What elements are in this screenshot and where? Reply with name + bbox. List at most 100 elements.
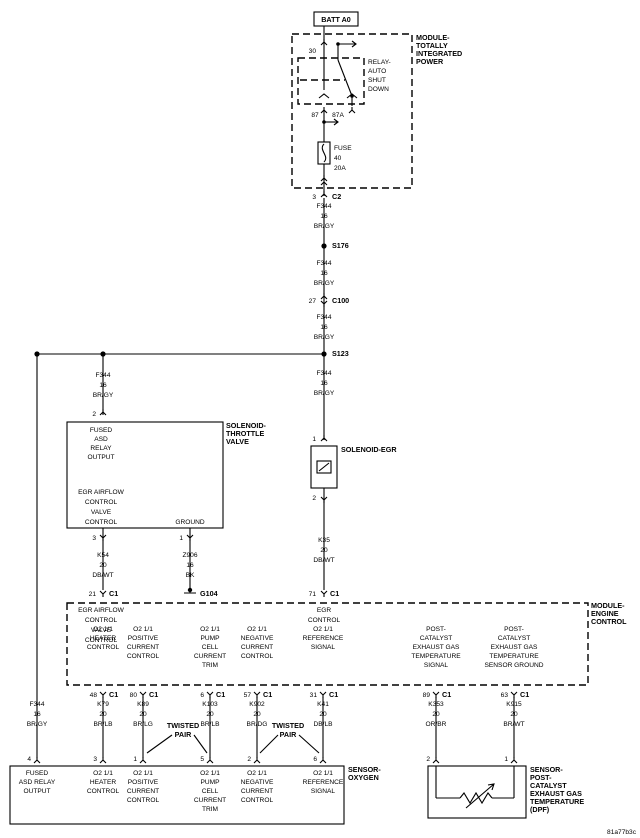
pin-label: 2 [247,756,251,763]
module-ecm-boundary [66,602,589,686]
o2-pin-function: CURRENT [127,788,159,795]
figure-id: 81a77b3c [607,829,637,836]
connector-c1: C1 [520,690,529,699]
batt-box [313,11,359,27]
connector-pin [206,757,214,764]
o2-pin-function: O2 1/1 [313,770,333,777]
wire-label: 16 [320,324,328,331]
wire-label: BR/GY [314,390,335,397]
module-ecm-title: MODULE- [591,601,625,610]
connector-pin [319,757,327,764]
pin-label: 1 [133,756,137,763]
throttle-asd-label: ASD [94,436,108,443]
oxygen-sensor-title: OXYGEN [348,773,379,782]
connector-pin [139,757,147,764]
wire-label: F344 [95,372,110,379]
ecm-pin-function: POST- [504,626,524,633]
o2-pin-function: REFERENCE [303,779,344,786]
pin-label: 3 [93,756,97,763]
ecm-pin-function: SIGNAL [311,644,336,651]
temp-sensor-box [427,765,527,819]
module-tipm-title: POWER [416,57,444,66]
ecm-pin-function: O2 1/1 [93,626,113,633]
wire-label: 16 [320,213,328,220]
ecm-pin-function: POST- [426,626,446,633]
ground-dot [187,587,193,593]
pin-label: 4 [27,756,31,763]
twisted-pair-label: PAIR [280,730,297,739]
fuse-label: FUSE [334,145,352,152]
ecm-pin-function: O2 1/1 [133,626,153,633]
pin-label: 6 [200,692,204,699]
ecm-pin-function: TEMPERATURE [411,653,461,660]
connector-c1: C1 [109,690,118,699]
connector-c100: C100 [332,296,349,305]
ecm-pin-function: HEATER [90,635,116,642]
wire-label: BR/GY [93,392,114,399]
wire-label: DB/WT [92,572,113,579]
module-tipm-boundary [291,33,413,189]
ecm-pin-function: CURRENT [241,644,273,651]
o2-pin-function: O2 1/1 [200,770,220,777]
throttle-egr-label: CONTROL [85,499,118,506]
oxygen-sensor-title: SENSOR- [348,765,381,774]
wire-label: F344 [316,260,331,267]
module-ecm-title: CONTROL [591,617,627,626]
ecm-pin-function: TEMPERATURE [489,653,539,660]
fuse-link [321,143,327,163]
ecm-pin-function: O2 1/1 [313,626,333,633]
o2-pin-function: CELL [202,788,219,795]
wire-label: DB/WT [313,557,334,564]
ecm-egr-airflow-label: CONTROL [85,637,118,644]
ecm-egr-airflow-label: CONTROL [85,617,118,624]
ecm-pin-function: EXHAUST GAS [413,644,460,651]
o2-pin-function: O2 1/1 [247,770,267,777]
ecm-pin-function: REFERENCE [303,635,344,642]
pin-label: 63 [501,692,509,699]
module-tipm-title: MODULE- [416,33,450,42]
o2-pin-function: SIGNAL [311,788,336,795]
pin-label: 27 [309,298,317,305]
pin-label: 30 [309,48,317,55]
throttle-egr-label: VALVE [91,509,112,516]
ecm-pin-function: CATALYST [498,635,531,642]
o2-pin-function: FUSED [26,770,49,777]
o2-pin-function: NEGATIVE [241,779,274,786]
wire-label: BK [186,572,195,579]
ecm-egr-control-label: CONTROL [308,617,341,624]
splice-s176-label: S176 [332,241,349,250]
pin-label: 5 [200,756,204,763]
wire-label: 20 [320,547,328,554]
thermistor-arrow [465,783,495,809]
pin-label: 1 [179,535,183,542]
ecm-pin-function: CONTROL [241,653,274,660]
twisted-pair-label: PAIR [175,730,192,739]
connector-c1: C1 [330,589,339,598]
ecm-egr-airflow-label: VALVE [91,627,112,634]
pin-label: 21 [89,591,97,598]
connector-pin [320,300,328,307]
throttle-solenoid-title: THROTTLE [226,429,265,438]
twisted-pair-arrow [259,734,279,754]
arrow [333,118,339,126]
pin-label: 2 [426,756,430,763]
twisted-pair-label: TWISTED [167,721,199,730]
o2-pin-function: CURRENT [194,797,226,804]
connector-c1: C1 [109,589,118,598]
module-tipm-title: INTEGRATED [416,49,462,58]
pin-label: 57 [244,692,252,699]
wire-label: 16 [320,270,328,277]
wire-label: F344 [316,203,331,210]
thermistor-symbol [459,791,493,805]
wire-label: F344 [316,314,331,321]
o2-pin-function: PUMP [200,779,220,786]
pin-label: 80 [130,692,138,699]
throttle-asd-label: FUSED [90,427,113,434]
o2-pin-function: CONTROL [127,797,160,804]
solenoid-coil [316,460,332,474]
ecm-pin-function: CONTROL [87,644,120,651]
connector-pin [320,191,328,198]
wire-label: K35 [318,537,330,544]
relay-label: RELAY- [368,59,391,66]
